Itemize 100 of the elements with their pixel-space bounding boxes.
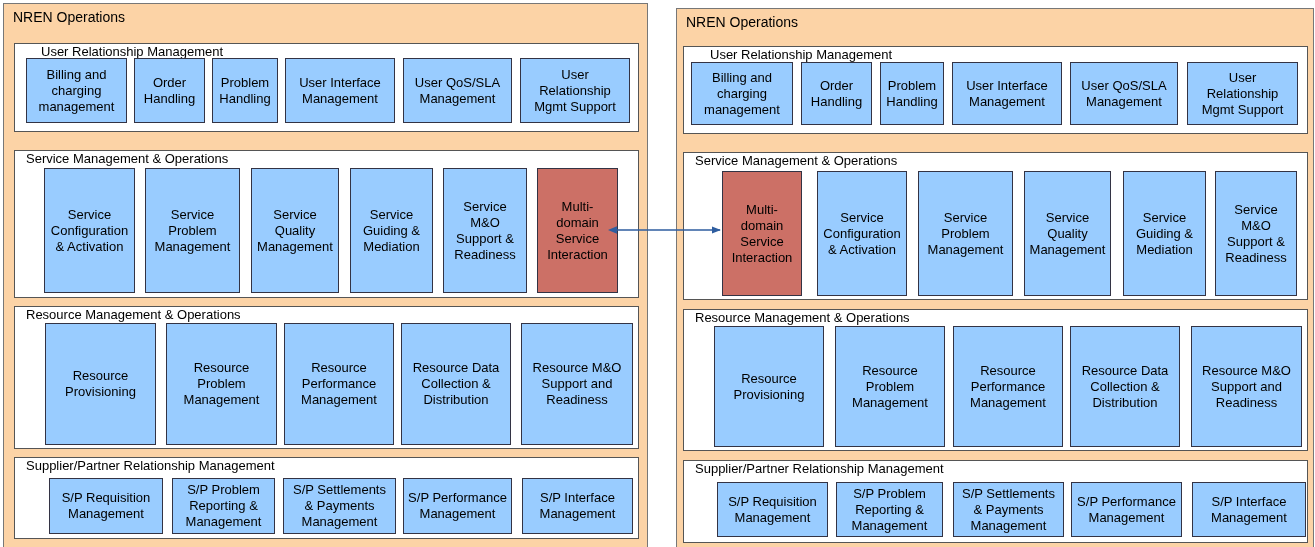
- group-heading: Service Management & Operations: [26, 151, 229, 166]
- function-label: Service Problem Management: [153, 206, 232, 255]
- function-label: S/P Requisition Management: [727, 493, 818, 526]
- function-label: Resource Data Collection & Distribution: [411, 360, 501, 408]
- function-box: [166, 323, 277, 445]
- function-box: [1192, 482, 1306, 537]
- function-box: [443, 168, 527, 293]
- function-label: Billing and charging management: [703, 69, 781, 118]
- group-panel: [683, 152, 1308, 300]
- group-heading: Supplier/Partner Relationship Management: [695, 461, 944, 476]
- function-label: User Relationship Mgmt Support: [533, 66, 617, 115]
- group-panel: [14, 150, 639, 298]
- function-box: [1215, 171, 1297, 296]
- function-label: Multi-domain Service Interaction: [546, 198, 609, 263]
- function-label: S/P Settlements & Payments Management: [292, 482, 387, 530]
- function-box: [722, 171, 802, 296]
- function-box: [350, 168, 433, 293]
- operations-area: [676, 8, 1314, 547]
- function-label: Service Guiding & Mediation: [1134, 209, 1195, 258]
- function-label: S/P Interface Management: [1210, 493, 1288, 526]
- function-label: S/P Problem Reporting & Management: [184, 482, 263, 530]
- function-box: [953, 482, 1064, 537]
- function-box: [1070, 326, 1180, 447]
- function-label: S/P Performance Management: [407, 490, 508, 522]
- group-panel: [14, 306, 639, 449]
- group-heading: User Relationship Management: [41, 44, 224, 59]
- function-label: Service Configuration & Activation: [822, 209, 902, 258]
- function-box: [284, 323, 394, 445]
- group-panel: [14, 457, 639, 539]
- function-label: Resource M&O Support and Readiness: [1201, 362, 1292, 411]
- group-panel: [14, 43, 639, 132]
- group-heading: Service Management & Operations: [695, 153, 898, 168]
- function-box: [817, 171, 907, 296]
- function-box: [836, 482, 943, 537]
- function-box: [401, 323, 511, 445]
- function-box: [953, 326, 1063, 447]
- area-title: NREN Operations: [686, 14, 799, 30]
- function-box: [835, 326, 945, 447]
- group-panel: [683, 46, 1308, 134]
- function-box: [285, 58, 395, 123]
- function-label: Service Quality Management: [256, 206, 334, 255]
- function-label: User Interface Management: [298, 74, 382, 107]
- function-box: [1071, 482, 1182, 537]
- function-box: [952, 62, 1062, 125]
- function-label: S/P Problem Reporting & Management: [850, 485, 929, 534]
- function-label: Resource M&O Support and Readiness: [531, 360, 623, 408]
- function-label: Problem Handling: [218, 74, 272, 107]
- function-box: [918, 171, 1013, 296]
- function-box: [212, 58, 278, 123]
- group-heading: Resource Management & Operations: [26, 307, 241, 322]
- function-label: User QoS/SLA Management: [1080, 77, 1168, 110]
- function-box: [1024, 171, 1111, 296]
- function-label: Service M&O Support & Readiness: [1224, 201, 1288, 266]
- function-label: Resource Data Collection & Distribution: [1080, 362, 1170, 411]
- function-box: [1123, 171, 1206, 296]
- function-label: Problem Handling: [885, 77, 939, 110]
- group-panel: [683, 460, 1308, 543]
- function-box: [522, 478, 633, 534]
- function-box: [714, 326, 824, 447]
- function-box: [1070, 62, 1178, 125]
- function-box: [403, 478, 512, 534]
- function-label: S/P Requisition Management: [60, 490, 152, 522]
- area-title: NREN Operations: [13, 9, 126, 25]
- function-box: [880, 62, 944, 125]
- function-box: [537, 168, 618, 293]
- function-box: [26, 58, 127, 123]
- function-label: S/P Performance Management: [1076, 493, 1177, 526]
- function-label: S/P Interface Management: [538, 490, 617, 522]
- group-panel: [683, 309, 1308, 451]
- function-label: Billing and charging management: [37, 66, 116, 115]
- group-heading: Supplier/Partner Relationship Management: [26, 458, 275, 473]
- function-box: [1191, 326, 1302, 447]
- function-box: [283, 478, 396, 534]
- function-box: [251, 168, 339, 293]
- function-box: [1187, 62, 1298, 125]
- function-box: [521, 323, 633, 445]
- function-label: Service Problem Management: [926, 209, 1005, 258]
- function-label: Resource Provisioning: [732, 370, 806, 403]
- group-heading: Resource Management & Operations: [695, 310, 910, 325]
- function-box: [520, 58, 630, 123]
- function-label: Resource Problem Management: [182, 360, 261, 408]
- function-label: S/P Settlements & Payments Management: [961, 485, 1056, 534]
- function-label: User Interface Management: [965, 77, 1049, 110]
- function-box: [44, 168, 135, 293]
- function-label: Service Configuration & Activation: [49, 206, 130, 255]
- function-label: Resource Performance Management: [300, 360, 378, 408]
- function-box: [145, 168, 240, 293]
- function-label: Service Guiding & Mediation: [361, 206, 422, 255]
- function-label: Resource Problem Management: [851, 362, 929, 411]
- function-box: [45, 323, 156, 445]
- function-label: Order Handling: [142, 74, 197, 107]
- function-box: [134, 58, 205, 123]
- function-box: [801, 62, 872, 125]
- function-label: Service M&O Support & Readiness: [453, 198, 517, 263]
- function-box: [49, 478, 163, 534]
- group-heading: User Relationship Management: [710, 47, 893, 62]
- operations-area: [3, 3, 648, 547]
- function-label: Order Handling: [809, 77, 864, 110]
- function-label: User QoS/SLA Management: [413, 74, 502, 107]
- function-label: Service Quality Management: [1028, 209, 1107, 258]
